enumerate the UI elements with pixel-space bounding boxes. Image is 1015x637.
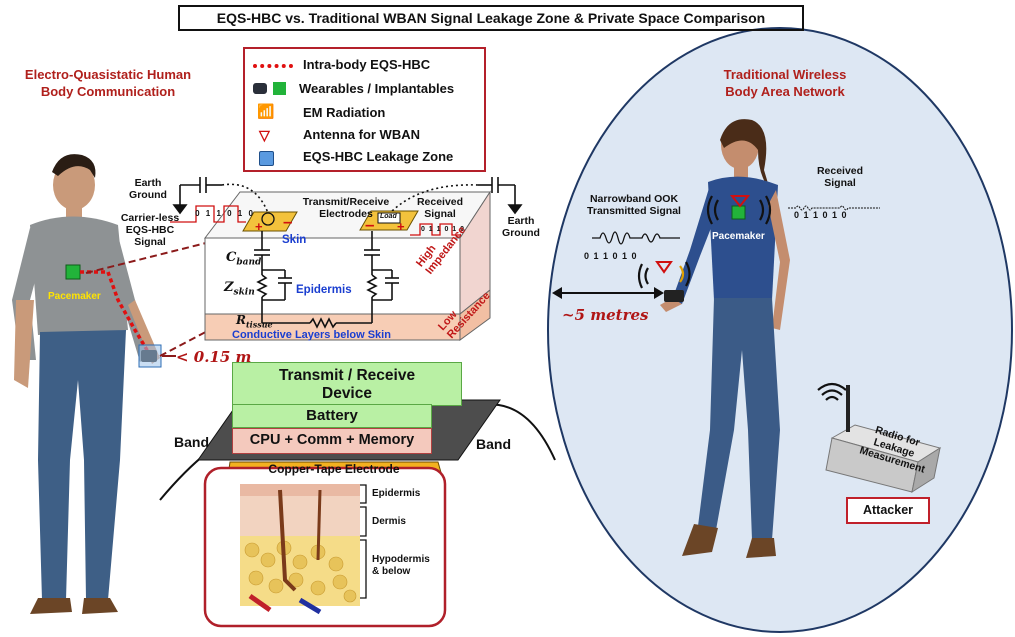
copper-electrode-label: Copper-Tape Electrode — [268, 462, 400, 476]
svg-text:–: – — [365, 215, 374, 234]
radio-box-graphic — [825, 385, 942, 494]
right-pacemaker-label: Pacemaker — [712, 231, 765, 242]
r-tissue-label: Rtissue — [236, 313, 273, 330]
implantable-device-icon — [273, 82, 286, 95]
cpu-layer: CPU + Comm + Memory — [232, 428, 432, 454]
earth-ground-left-label: Earth Ground — [129, 177, 167, 201]
attacker-label: Attacker — [846, 497, 930, 524]
earth-ground-right-label: Earth Ground — [502, 215, 540, 239]
legend-item-wearables: Wearables / Implantables — [245, 79, 485, 99]
wearable-device-icon — [253, 83, 267, 94]
z-skin-label: Zskin — [224, 280, 255, 298]
left-pacemaker-icon — [65, 264, 81, 280]
legend-item-leakage-zone: EQS-HBC Leakage Zone — [245, 147, 485, 167]
page-title: EQS-HBC vs. Traditional WBAN Signal Leak… — [178, 5, 804, 31]
c-band-label: Cband — [226, 250, 262, 268]
conductive-layers-label: Conductive Layers below Skin — [232, 329, 391, 341]
transmit-receive-layer: Transmit / Receive Device — [232, 362, 462, 406]
distance-right-label: ~5 metres — [562, 306, 649, 324]
svg-text:+: + — [255, 219, 263, 234]
epidermis-label: Epidermis — [296, 284, 352, 296]
em-radiation-arcs — [637, 195, 847, 401]
band-left-label: Band — [174, 434, 209, 450]
skin-layer-hypodermis: Hypodermis & below — [372, 554, 430, 577]
bits-left-label: 0 1 1 0 1 0 — [195, 209, 255, 218]
narrowband-label: Narrowband OOK Transmitted Signal — [587, 193, 681, 217]
leakage-square-icon — [259, 151, 274, 166]
band-right-label: Band — [476, 436, 511, 452]
earth-ground-symbols — [172, 177, 523, 215]
left-square-wave — [170, 205, 246, 223]
legend-item-antenna: ▽ Antenna for WBAN — [259, 127, 420, 143]
red-dotted-line-icon — [253, 64, 293, 68]
right-pacemaker-icon — [731, 205, 746, 220]
right-person-figure — [655, 119, 790, 558]
svg-text:–: – — [283, 212, 292, 231]
distance-left-label: < 0.15 m — [176, 348, 252, 366]
bits-tx-label: 0 1 1 0 1 0 — [584, 251, 638, 261]
carrier-less-label: Carrier-less EQS-HBC Signal — [120, 212, 180, 248]
skin-layer-epidermis: Epidermis — [372, 488, 421, 499]
received-signal-label: Received Signal — [416, 196, 464, 220]
skin-label: Skin — [282, 234, 307, 246]
right-square-wave — [410, 223, 460, 236]
ook-wave — [592, 231, 680, 245]
rx-wave — [788, 205, 880, 211]
legend-item-em-radiation: 📶 EM Radiation — [257, 103, 386, 120]
bits-right-label: 0 1 1 0 1 0 — [420, 226, 466, 233]
distance-arrow — [552, 287, 664, 299]
left-person-figure — [12, 154, 162, 614]
legend: Intra-body EQS-HBC Wearables / Implantab… — [243, 47, 486, 172]
antenna-icon: ▽ — [259, 127, 270, 143]
wifi-icon: 📶 — [257, 103, 275, 119]
tissue-block: + – – + — [203, 190, 491, 341]
bits-rx-label: 0 1 1 0 1 0 — [794, 210, 848, 220]
tx-rx-electrodes-label: Transmit/Receive Electrodes — [302, 196, 390, 220]
load-label: Load — [380, 213, 397, 220]
right-section-title: Traditional Wireless Body Area Network — [723, 67, 847, 99]
skin-layer-dermis: Dermis — [372, 516, 406, 527]
received-label: Received Signal — [816, 165, 864, 189]
svg-text:+: + — [397, 219, 405, 234]
left-pacemaker-label: Pacemaker — [48, 291, 101, 302]
battery-layer: Battery — [232, 404, 432, 428]
left-section-title: Electro-Quasistatic Human Body Communica… — [24, 67, 192, 99]
legend-item-intrabody: Intra-body EQS-HBC — [245, 55, 485, 75]
